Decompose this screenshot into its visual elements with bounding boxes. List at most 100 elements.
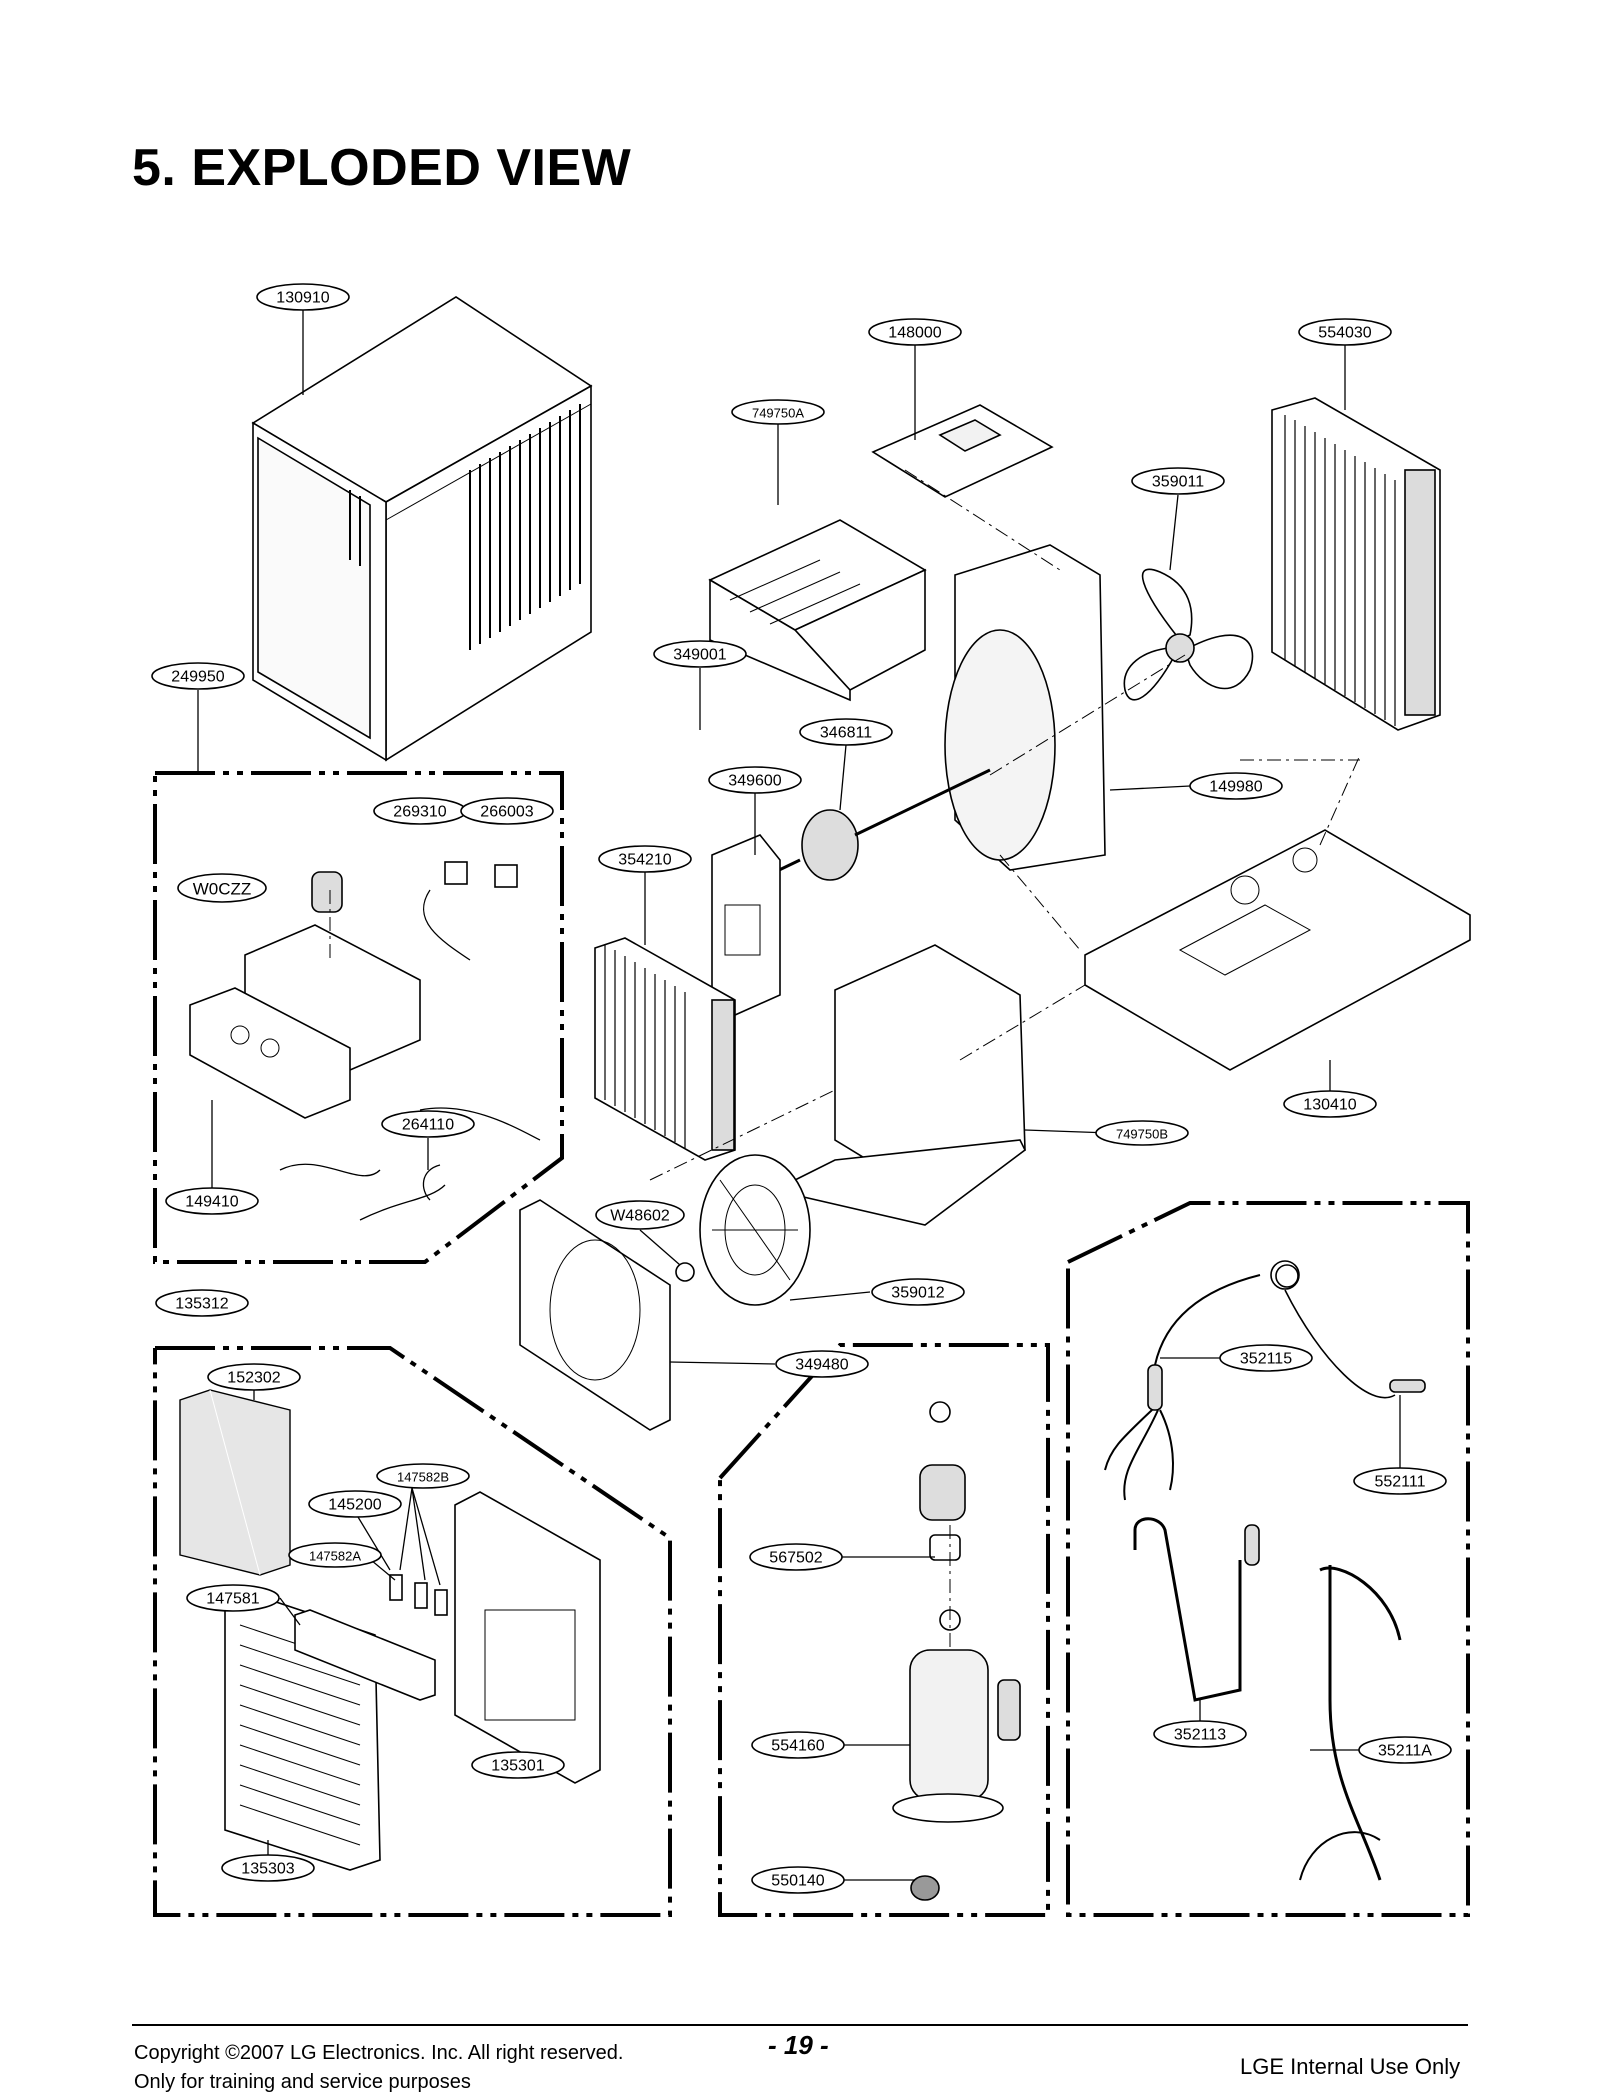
svg-text:149410: 149410 (185, 1194, 238, 1211)
svg-text:147581: 147581 (206, 1591, 259, 1608)
page-number: - 19 - (768, 2030, 829, 2060)
svg-text:749750A: 749750A (752, 406, 804, 421)
blower-fan-part (699, 1154, 811, 1306)
part-label-352113: 352113 (1153, 1720, 1247, 1748)
part-label-264110: 264110 (381, 1110, 475, 1138)
svg-text:145200: 145200 (328, 1497, 381, 1514)
compressor-frame (718, 1343, 1050, 1917)
part-label-550140: 550140 (751, 1866, 845, 1894)
part-label-W48602: W48602 (595, 1200, 685, 1230)
part-label-346811: 346811 (799, 718, 893, 746)
part-label-552111: 552111 (1353, 1467, 1447, 1495)
compressor-part (892, 1609, 1021, 1823)
front-panel-part (454, 1491, 601, 1784)
svg-text:135301: 135301 (491, 1758, 544, 1775)
compressor-cover-part (919, 1401, 966, 1561)
part-label-554160: 554160 (751, 1731, 845, 1759)
svg-text:749750B: 749750B (1116, 1127, 1168, 1142)
alignment-lines (329, 469, 1361, 1650)
svg-text:352115: 352115 (1240, 1351, 1292, 1368)
svg-text:266003: 266003 (480, 804, 533, 821)
part-label-349001: 349001 (653, 640, 747, 668)
piping-frame (1066, 1201, 1470, 1917)
svg-text:359012: 359012 (891, 1285, 944, 1302)
part-label-130410: 130410 (1283, 1090, 1377, 1118)
svg-text:249950: 249950 (171, 669, 224, 686)
evaporator-coil-part (594, 937, 736, 1161)
air-guide-lower-part (794, 944, 1027, 1226)
cabinet-part (251, 296, 593, 762)
part-label-349480: 349480 (775, 1350, 869, 1378)
part-label-149410: 149410 (165, 1187, 259, 1215)
svg-text:352113: 352113 (1174, 1727, 1226, 1744)
svg-text:130410: 130410 (1303, 1097, 1356, 1114)
control-box-frame (153, 771, 564, 1264)
part-label-130910: 130910 (256, 283, 350, 311)
part-label-554030: 554030 (1298, 318, 1392, 346)
part-label-352115: 352115 (1219, 1344, 1313, 1372)
svg-text:349001: 349001 (673, 647, 726, 664)
page-title: 5. EXPLODED VIEW (132, 139, 632, 197)
front-grille-frame (153, 1346, 672, 1917)
part-label-147582A: 147582A (288, 1542, 382, 1568)
svg-text:554160: 554160 (771, 1738, 824, 1755)
svg-text:135312: 135312 (175, 1296, 228, 1313)
part-label-349600: 349600 (708, 766, 802, 794)
svg-text:147582B: 147582B (397, 1470, 449, 1485)
air-filter-part (179, 1389, 291, 1576)
part-label-W0CZZ: W0CZZ (177, 873, 267, 903)
part-label-567502: 567502 (749, 1543, 843, 1571)
svg-text:152302: 152302 (227, 1370, 280, 1387)
motor-bracket-part (711, 834, 781, 1016)
orifice-frame-part (519, 1199, 671, 1431)
propeller-fan-part (1123, 568, 1254, 701)
part-label-266003: 266003 (460, 797, 554, 825)
svg-text:148000: 148000 (888, 325, 941, 342)
part-label-749750A: 749750A (731, 399, 825, 425)
part-label-749750B: 749750B (1095, 1120, 1189, 1146)
svg-text:552111: 552111 (1374, 1474, 1425, 1491)
svg-text:359011: 359011 (1152, 474, 1204, 491)
strainer-part (1104, 1274, 1261, 1501)
suction-pipe-part (1299, 1565, 1402, 1881)
part-label-249950: 249950 (151, 662, 245, 690)
svg-text:35211A: 35211A (1378, 1743, 1432, 1760)
capillary-tube-part (1270, 1260, 1426, 1399)
fan-motor-part (774, 768, 991, 881)
svg-text:550140: 550140 (771, 1873, 824, 1890)
air-guide-upper-part (708, 519, 927, 702)
internal-use-note: LGE Internal Use Only (1240, 2054, 1461, 2079)
condenser-coil-part (1271, 397, 1441, 731)
part-label-359012: 359012 (871, 1278, 965, 1306)
top-bracket-part (871, 404, 1054, 498)
svg-text:W48602: W48602 (610, 1208, 670, 1225)
shroud-part (944, 544, 1106, 871)
footer-divider (132, 2024, 1468, 2026)
leader-lines (197, 310, 1401, 1881)
louver-part (294, 1609, 436, 1701)
part-label-147581: 147581 (186, 1584, 280, 1612)
part-label-135312: 135312 (155, 1289, 249, 1317)
vane-parts (389, 1574, 448, 1616)
part-label-152302: 152302 (207, 1363, 301, 1391)
svg-text:264110: 264110 (402, 1117, 454, 1134)
part-label-145200: 145200 (308, 1490, 402, 1518)
copyright-text: Copyright ©2007 LG Electronics. Inc. All… (134, 2042, 624, 2064)
part-label-147582B: 147582B (376, 1463, 470, 1489)
part-label-149980: 149980 (1189, 772, 1283, 800)
svg-text:269310: 269310 (393, 804, 446, 821)
discharge-pipe-part (1133, 1517, 1260, 1702)
part-label-269310: 269310 (373, 797, 467, 825)
control-box-part (189, 861, 541, 1221)
svg-text:149980: 149980 (1209, 779, 1262, 796)
part-label-148000: 148000 (868, 318, 962, 346)
svg-text:354210: 354210 (618, 852, 671, 869)
svg-text:147582A: 147582A (309, 1549, 361, 1564)
svg-text:349600: 349600 (728, 773, 781, 790)
part-label-135301: 135301 (471, 1751, 565, 1779)
part-label-354210: 354210 (598, 845, 692, 873)
compressor-grommet-part (910, 1875, 940, 1901)
svg-text:567502: 567502 (769, 1550, 822, 1567)
part-label-359011: 359011 (1131, 467, 1225, 495)
